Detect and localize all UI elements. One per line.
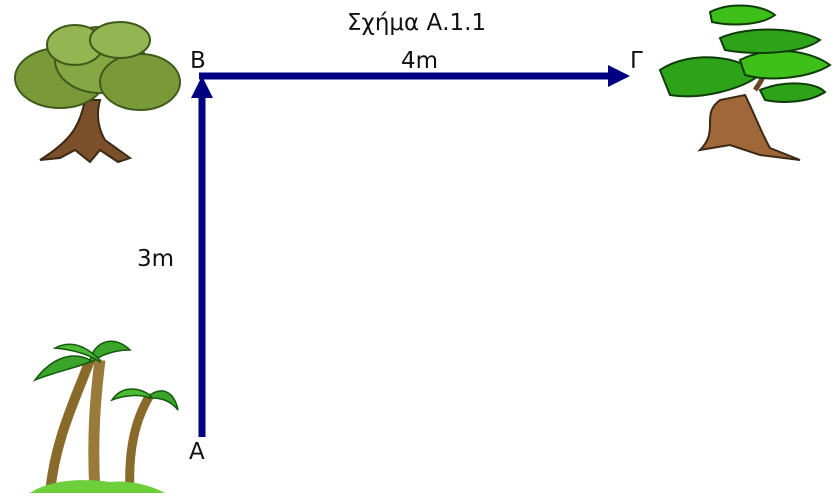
segment-ab-length: 3m <box>137 246 175 272</box>
point-a-label: Α <box>189 439 205 465</box>
oak-tree-icon <box>14 21 181 164</box>
figure-title: Σχήμα Α.1.1 <box>347 10 487 36</box>
segment-bg-length: 4m <box>401 48 439 74</box>
bonsai-tree-icon <box>658 4 832 161</box>
point-g-label: Γ <box>630 48 643 74</box>
vector-ab-arrowhead <box>191 76 213 98</box>
point-b-label: Β <box>190 48 206 74</box>
vector-bg-arrowhead <box>608 65 630 87</box>
palm-tree-icon <box>30 340 179 494</box>
